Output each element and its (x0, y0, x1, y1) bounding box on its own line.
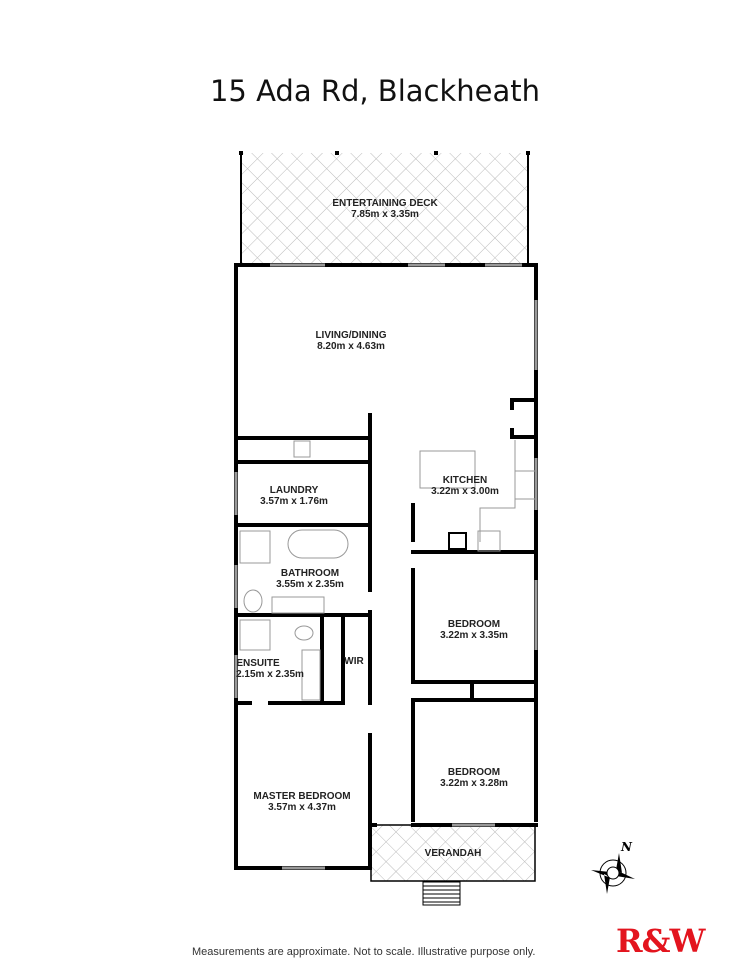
page-title: 15 Ada Rd, Blackheath (209, 74, 541, 108)
living-label: LIVING/DINING (315, 330, 386, 341)
kitchen-size: 3.22m x 3.00m (431, 486, 499, 497)
master-label: MASTER BEDROOM (253, 791, 350, 802)
verandah-label: VERANDAH (425, 848, 482, 859)
ensuite-size: 2.15m x 2.35m (236, 669, 304, 680)
living-size: 8.20m x 4.63m (317, 341, 385, 352)
bathroom-label: BATHROOM (281, 568, 339, 579)
laundry-label: LAUNDRY (270, 485, 319, 496)
laundry-size: 3.57m x 1.76m (260, 496, 328, 507)
fixtures (239, 440, 536, 701)
bedroom1-label: BEDROOM (448, 619, 500, 630)
disclaimer: Measurements are approximate. Not to sca… (192, 946, 536, 958)
steps (422, 881, 461, 906)
deck-label: ENTERTAINING DECK (332, 198, 438, 209)
bedroom1-size: 3.22m x 3.35m (440, 630, 508, 641)
brand-logo: R&W (616, 922, 705, 960)
bedroom2-size: 3.22m x 3.28m (440, 778, 508, 789)
master-size: 3.57m x 4.37m (268, 802, 336, 813)
bedroom2-label: BEDROOM (448, 767, 500, 778)
bathroom-size: 3.55m x 2.35m (276, 579, 344, 590)
verandah (370, 824, 536, 882)
compass-rose-icon: N (591, 840, 635, 894)
walls (234, 263, 538, 870)
ensuite-label: ENSUITE (236, 658, 280, 669)
windows (234, 263, 538, 870)
compass-north-label: N (620, 840, 633, 854)
kitchen-label: KITCHEN (443, 475, 487, 486)
deck-size: 7.85m x 3.35m (351, 209, 419, 220)
entertaining-deck (241, 153, 528, 265)
wir-label: WIR (344, 656, 364, 667)
